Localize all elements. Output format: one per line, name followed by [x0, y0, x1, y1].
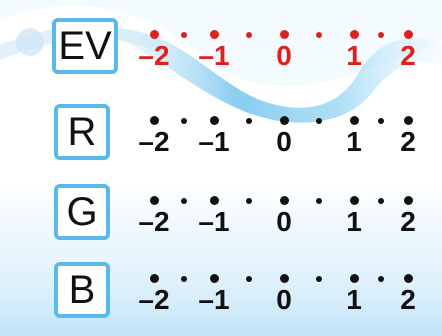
b-tick-label: 1	[334, 284, 374, 316]
g-tick-label: –2	[134, 206, 174, 238]
g-tick-label: 1	[334, 206, 374, 238]
r-tick-dot[interactable]	[210, 116, 219, 125]
b-minor-dot[interactable]	[181, 276, 187, 282]
g-tick-dot[interactable]	[280, 196, 289, 205]
ev-tick-label: –2	[134, 40, 174, 72]
b-tick-label: –2	[134, 284, 174, 316]
b-minor-dot[interactable]	[316, 276, 322, 282]
ev-tick-label: –1	[194, 40, 234, 72]
ev-tick-dot[interactable]	[280, 30, 289, 39]
b-minor-dot[interactable]	[378, 276, 384, 282]
b-tick-dot[interactable]	[150, 274, 159, 283]
ev-tick-label: 2	[388, 40, 428, 72]
g-tick-dot[interactable]	[150, 196, 159, 205]
b-tick-dot[interactable]	[210, 274, 219, 283]
g-tick-dot[interactable]	[350, 196, 359, 205]
g-minor-dot[interactable]	[246, 198, 252, 204]
b-tick-dot[interactable]	[350, 274, 359, 283]
ev-minor-dot[interactable]	[246, 32, 252, 38]
b-tick-label: 0	[264, 284, 304, 316]
ev-tick-dot[interactable]	[150, 30, 159, 39]
g-minor-dot[interactable]	[316, 198, 322, 204]
g-tick-dot[interactable]	[210, 196, 219, 205]
r-minor-dot[interactable]	[378, 118, 384, 124]
r-tick-dot[interactable]	[150, 116, 159, 125]
blue-label: B	[54, 262, 110, 318]
b-tick-dot[interactable]	[404, 274, 413, 283]
ev-minor-dot[interactable]	[378, 32, 384, 38]
ev-tick-label: 0	[264, 40, 304, 72]
ev-minor-dot[interactable]	[181, 32, 187, 38]
r-tick-label: 0	[264, 126, 304, 158]
g-tick-label: 0	[264, 206, 304, 238]
ev-label: EV	[52, 18, 118, 74]
b-tick-label: 2	[388, 284, 428, 316]
ev-tick-label: 1	[334, 40, 374, 72]
r-tick-label: –2	[134, 126, 174, 158]
ev-tick-dot[interactable]	[350, 30, 359, 39]
r-minor-dot[interactable]	[316, 118, 322, 124]
b-minor-dot[interactable]	[246, 276, 252, 282]
g-tick-dot[interactable]	[404, 196, 413, 205]
ev-tick-dot[interactable]	[404, 30, 413, 39]
g-tick-label: 2	[388, 206, 428, 238]
r-tick-dot[interactable]	[350, 116, 359, 125]
r-minor-dot[interactable]	[246, 118, 252, 124]
r-tick-dot[interactable]	[280, 116, 289, 125]
b-tick-dot[interactable]	[280, 274, 289, 283]
r-tick-label: 1	[334, 126, 374, 158]
g-tick-label: –1	[194, 206, 234, 238]
r-tick-dot[interactable]	[404, 116, 413, 125]
g-minor-dot[interactable]	[181, 198, 187, 204]
r-tick-label: –1	[194, 126, 234, 158]
g-minor-dot[interactable]	[378, 198, 384, 204]
b-tick-label: –1	[194, 284, 234, 316]
red-label: R	[54, 104, 110, 160]
green-label: G	[54, 184, 110, 240]
ev-tick-dot[interactable]	[210, 30, 219, 39]
ev-minor-dot[interactable]	[316, 32, 322, 38]
r-minor-dot[interactable]	[181, 118, 187, 124]
r-tick-label: 2	[388, 126, 428, 158]
